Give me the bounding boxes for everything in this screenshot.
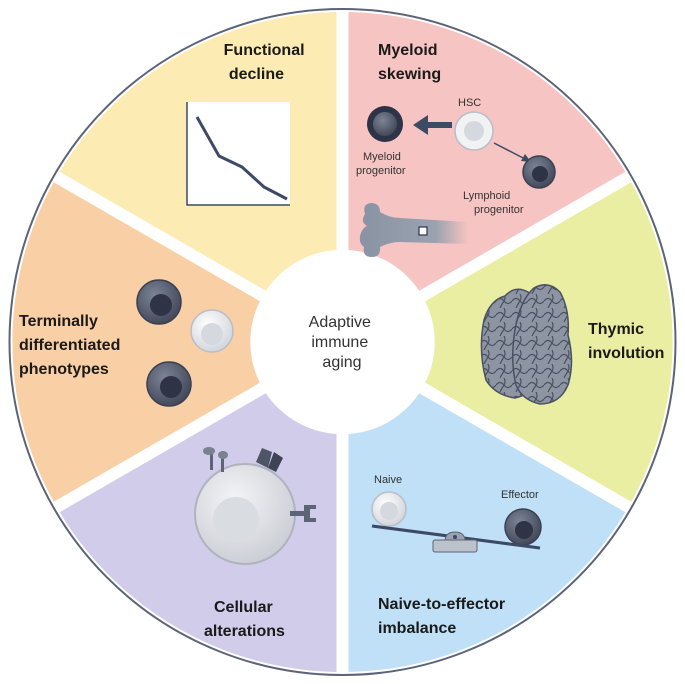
segment-functional-decline: Functional decline — [186, 42, 309, 206]
lymphoid-arrow-icon — [493, 142, 528, 161]
decline-line-chart-icon — [186, 102, 290, 206]
effector-cell-icon — [504, 508, 542, 546]
naive-label: Naive — [374, 474, 402, 486]
hsc-cell-icon — [454, 111, 494, 151]
center-label: Adaptive immune aging — [309, 314, 376, 371]
segment-naive-effector-imbalance: Naive Effector Naive-to-effector imbalan… — [371, 474, 542, 637]
dark-cell-icon-top — [136, 279, 182, 325]
bone-icon — [359, 203, 468, 257]
thymic-involution-title: Thymic involution — [588, 321, 664, 362]
naive-cell-icon — [371, 491, 407, 527]
segment-myeloid-skewing: Myeloid skewing Myeloid progenitor HSC L… — [356, 42, 556, 257]
center-circle — [252, 252, 433, 432]
segment-terminally-differentiated: Terminally differentiated phenotypes — [19, 279, 234, 407]
hsc-label: HSC — [458, 97, 481, 109]
thymus-icon — [480, 284, 573, 405]
naive-effector-title: Naive-to-effector imbalance — [378, 596, 510, 637]
functional-decline-title: Functional decline — [224, 42, 309, 83]
cellular-alterations-title: Cellular alterations — [204, 599, 285, 640]
wedge-naive-effector — [348, 393, 626, 672]
wedge-terminally-differentiated — [12, 182, 260, 502]
segment-thymic-involution: Thymic involution — [480, 284, 664, 405]
dark-cell-icon-bottom — [146, 361, 192, 407]
segment-cellular-alterations: Cellular alterations — [194, 447, 316, 640]
light-cell-icon — [190, 309, 234, 353]
effector-label: Effector — [501, 489, 539, 501]
myeloid-progenitor-cell-icon — [367, 106, 403, 142]
altered-cell-icon — [194, 447, 316, 565]
lymphoid-progenitor-label: Lymphoid progenitor — [463, 190, 524, 216]
myeloid-progenitor-label: Myeloid progenitor — [356, 151, 406, 177]
outer-ring — [8, 8, 677, 676]
seesaw-icon — [371, 524, 541, 553]
lymphoid-progenitor-cell-icon — [522, 155, 556, 189]
myeloid-skewing-title: Myeloid skewing — [378, 42, 442, 83]
terminally-differentiated-title: Terminally differentiated phenotypes — [19, 313, 125, 378]
